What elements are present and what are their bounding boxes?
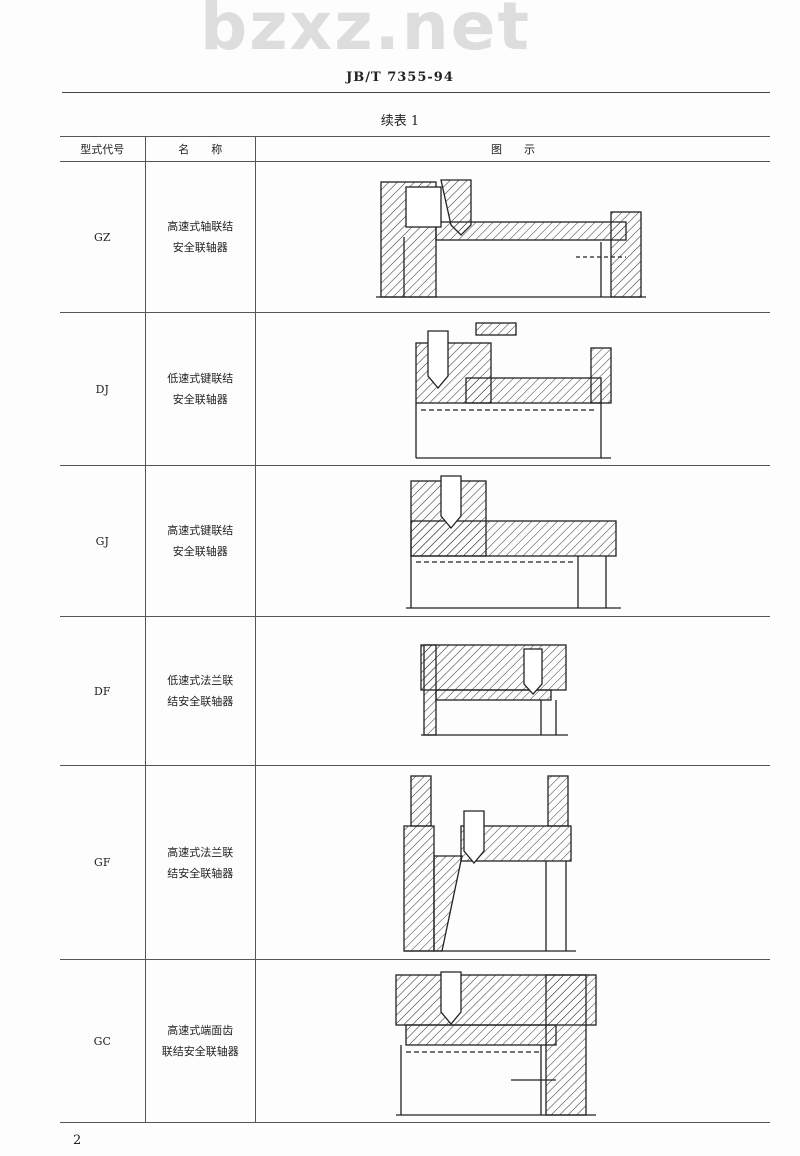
figure-cell — [255, 616, 770, 766]
table-row: GZ 高速式轴联结安全联轴器 — [60, 161, 770, 313]
table-header-row: 型式代号 名 称 图 示 — [60, 136, 770, 162]
coupling-drawing-df — [420, 644, 568, 736]
type-name: 结安全联轴器 — [167, 695, 234, 708]
table-row: GC 高速式端面齿联结安全联轴器 — [60, 959, 770, 1123]
table-row: DF 低速式法兰联结安全联轴器 — [60, 616, 770, 766]
type-name: 低速式键联结 — [167, 372, 234, 385]
type-name: 安全联轴器 — [172, 241, 228, 254]
table-row: GF 高速式法兰联结安全联轴器 — [60, 765, 770, 960]
type-name: 低速式法兰联 — [167, 674, 234, 687]
col-header-figure: 图 示 — [255, 136, 770, 162]
type-code: GZ — [60, 161, 146, 313]
col-header-code: 型式代号 — [60, 136, 146, 162]
page-number: 2 — [73, 1133, 82, 1148]
type-name: 高速式键联结 — [167, 524, 234, 537]
type-code: GC — [60, 959, 146, 1123]
figure-cell — [255, 161, 770, 313]
coupling-drawing-gf — [403, 775, 576, 952]
table-caption: 续表 1 — [380, 114, 420, 129]
col-header-name: 名 称 — [144, 136, 256, 162]
type-code: GJ — [60, 465, 146, 617]
header-rule — [62, 92, 770, 93]
coupling-drawing-dj — [415, 322, 612, 459]
standard-number: JB/T 7355-94 — [346, 70, 454, 85]
type-code: DJ — [60, 312, 146, 466]
figure-cell — [255, 959, 770, 1123]
type-name: 高速式法兰联 — [167, 845, 234, 859]
type-name: 高速式端面齿 — [167, 1024, 234, 1037]
figure-cell — [255, 312, 770, 466]
table-row: GJ 高速式键联结安全联轴器 — [60, 465, 770, 617]
type-name: 安全联轴器 — [172, 393, 228, 406]
coupling-drawing-gc — [395, 971, 597, 1116]
coupling-drawing-gj — [406, 475, 621, 609]
type-name: 高速式轴联结 — [167, 220, 234, 233]
type-name: 安全联轴器 — [172, 545, 228, 558]
watermark: bzxz.net — [200, 0, 532, 65]
table-row: DJ 低速式键联结安全联轴器 — [60, 312, 770, 466]
figure-cell — [255, 465, 770, 617]
type-name: 结安全联轴器 — [167, 866, 234, 880]
type-code: GF — [60, 765, 146, 960]
type-code: DF — [60, 616, 146, 766]
figure-cell — [255, 765, 770, 960]
type-name: 联结安全联轴器 — [161, 1045, 239, 1058]
coupling-types-table: 型式代号 名 称 图 示 GZ 高速式轴联结安全联轴器 — [60, 136, 770, 1123]
coupling-drawing-gz — [376, 179, 646, 298]
